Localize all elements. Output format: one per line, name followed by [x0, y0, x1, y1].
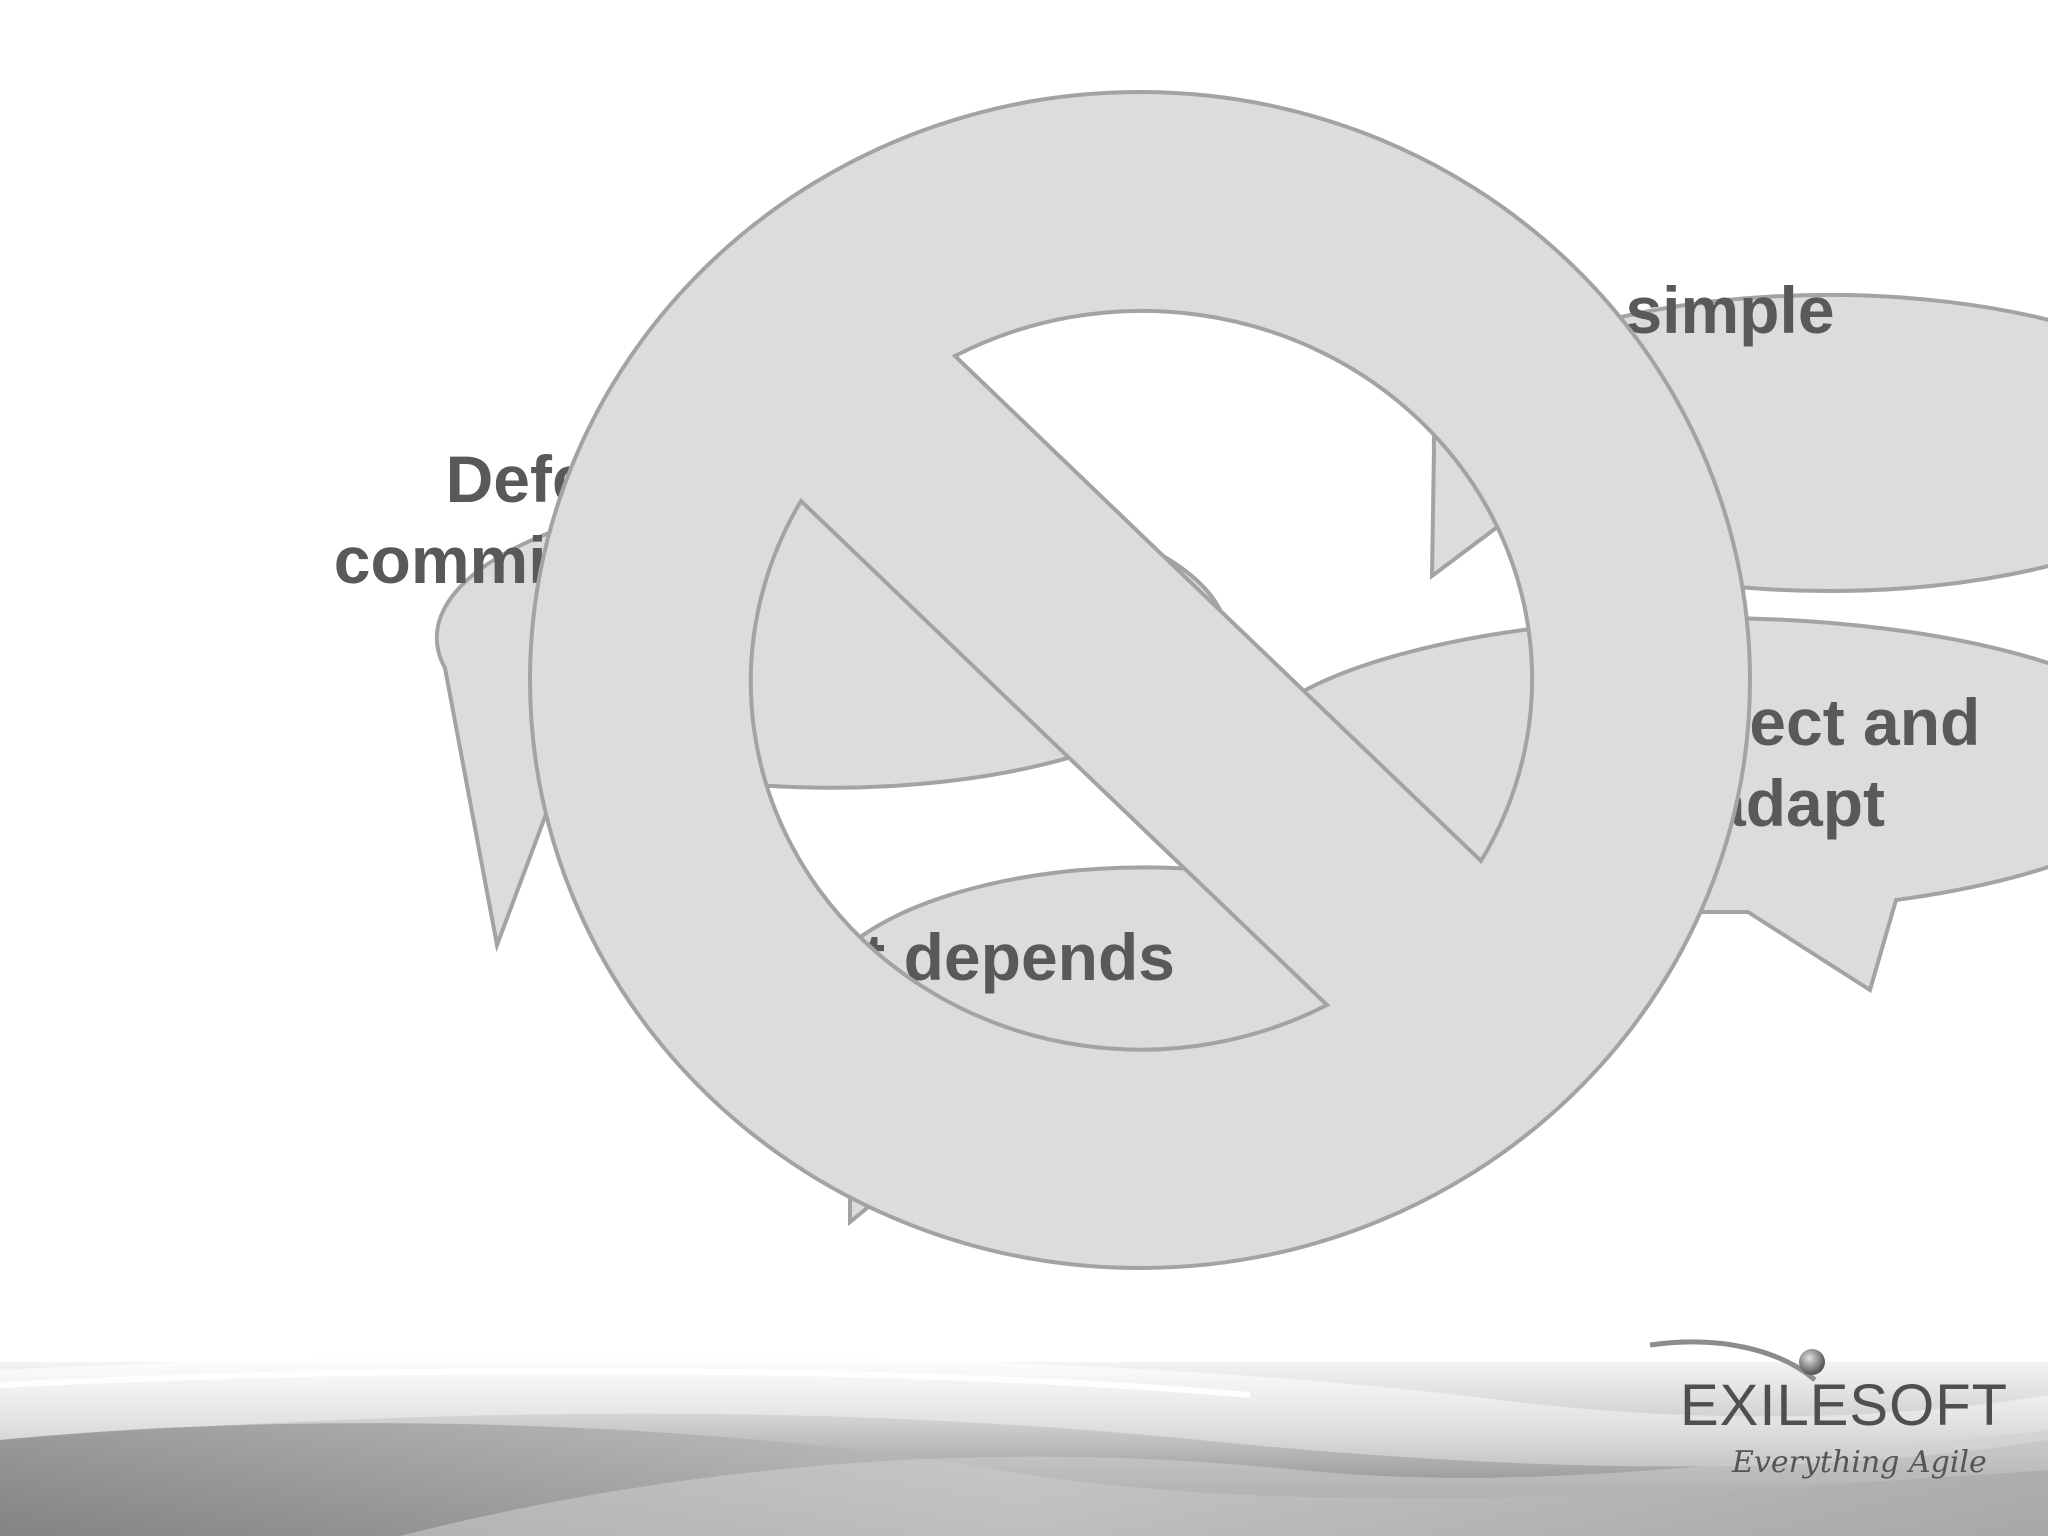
bubble-top-right-text: simple [1625, 273, 1834, 347]
logo-swoosh [1649, 1339, 1817, 1382]
logo-tagline: Everything Agile [1731, 1445, 1987, 1480]
logo-ball [1799, 1349, 1825, 1375]
no-sign-icon [527, 90, 1753, 1270]
footer-band [0, 1355, 2048, 1536]
logo-wordmark: EXILESOFT [1680, 1373, 2008, 1438]
exilesoft-logo: EXILESOFT Everything Agile [1649, 1339, 2008, 1480]
